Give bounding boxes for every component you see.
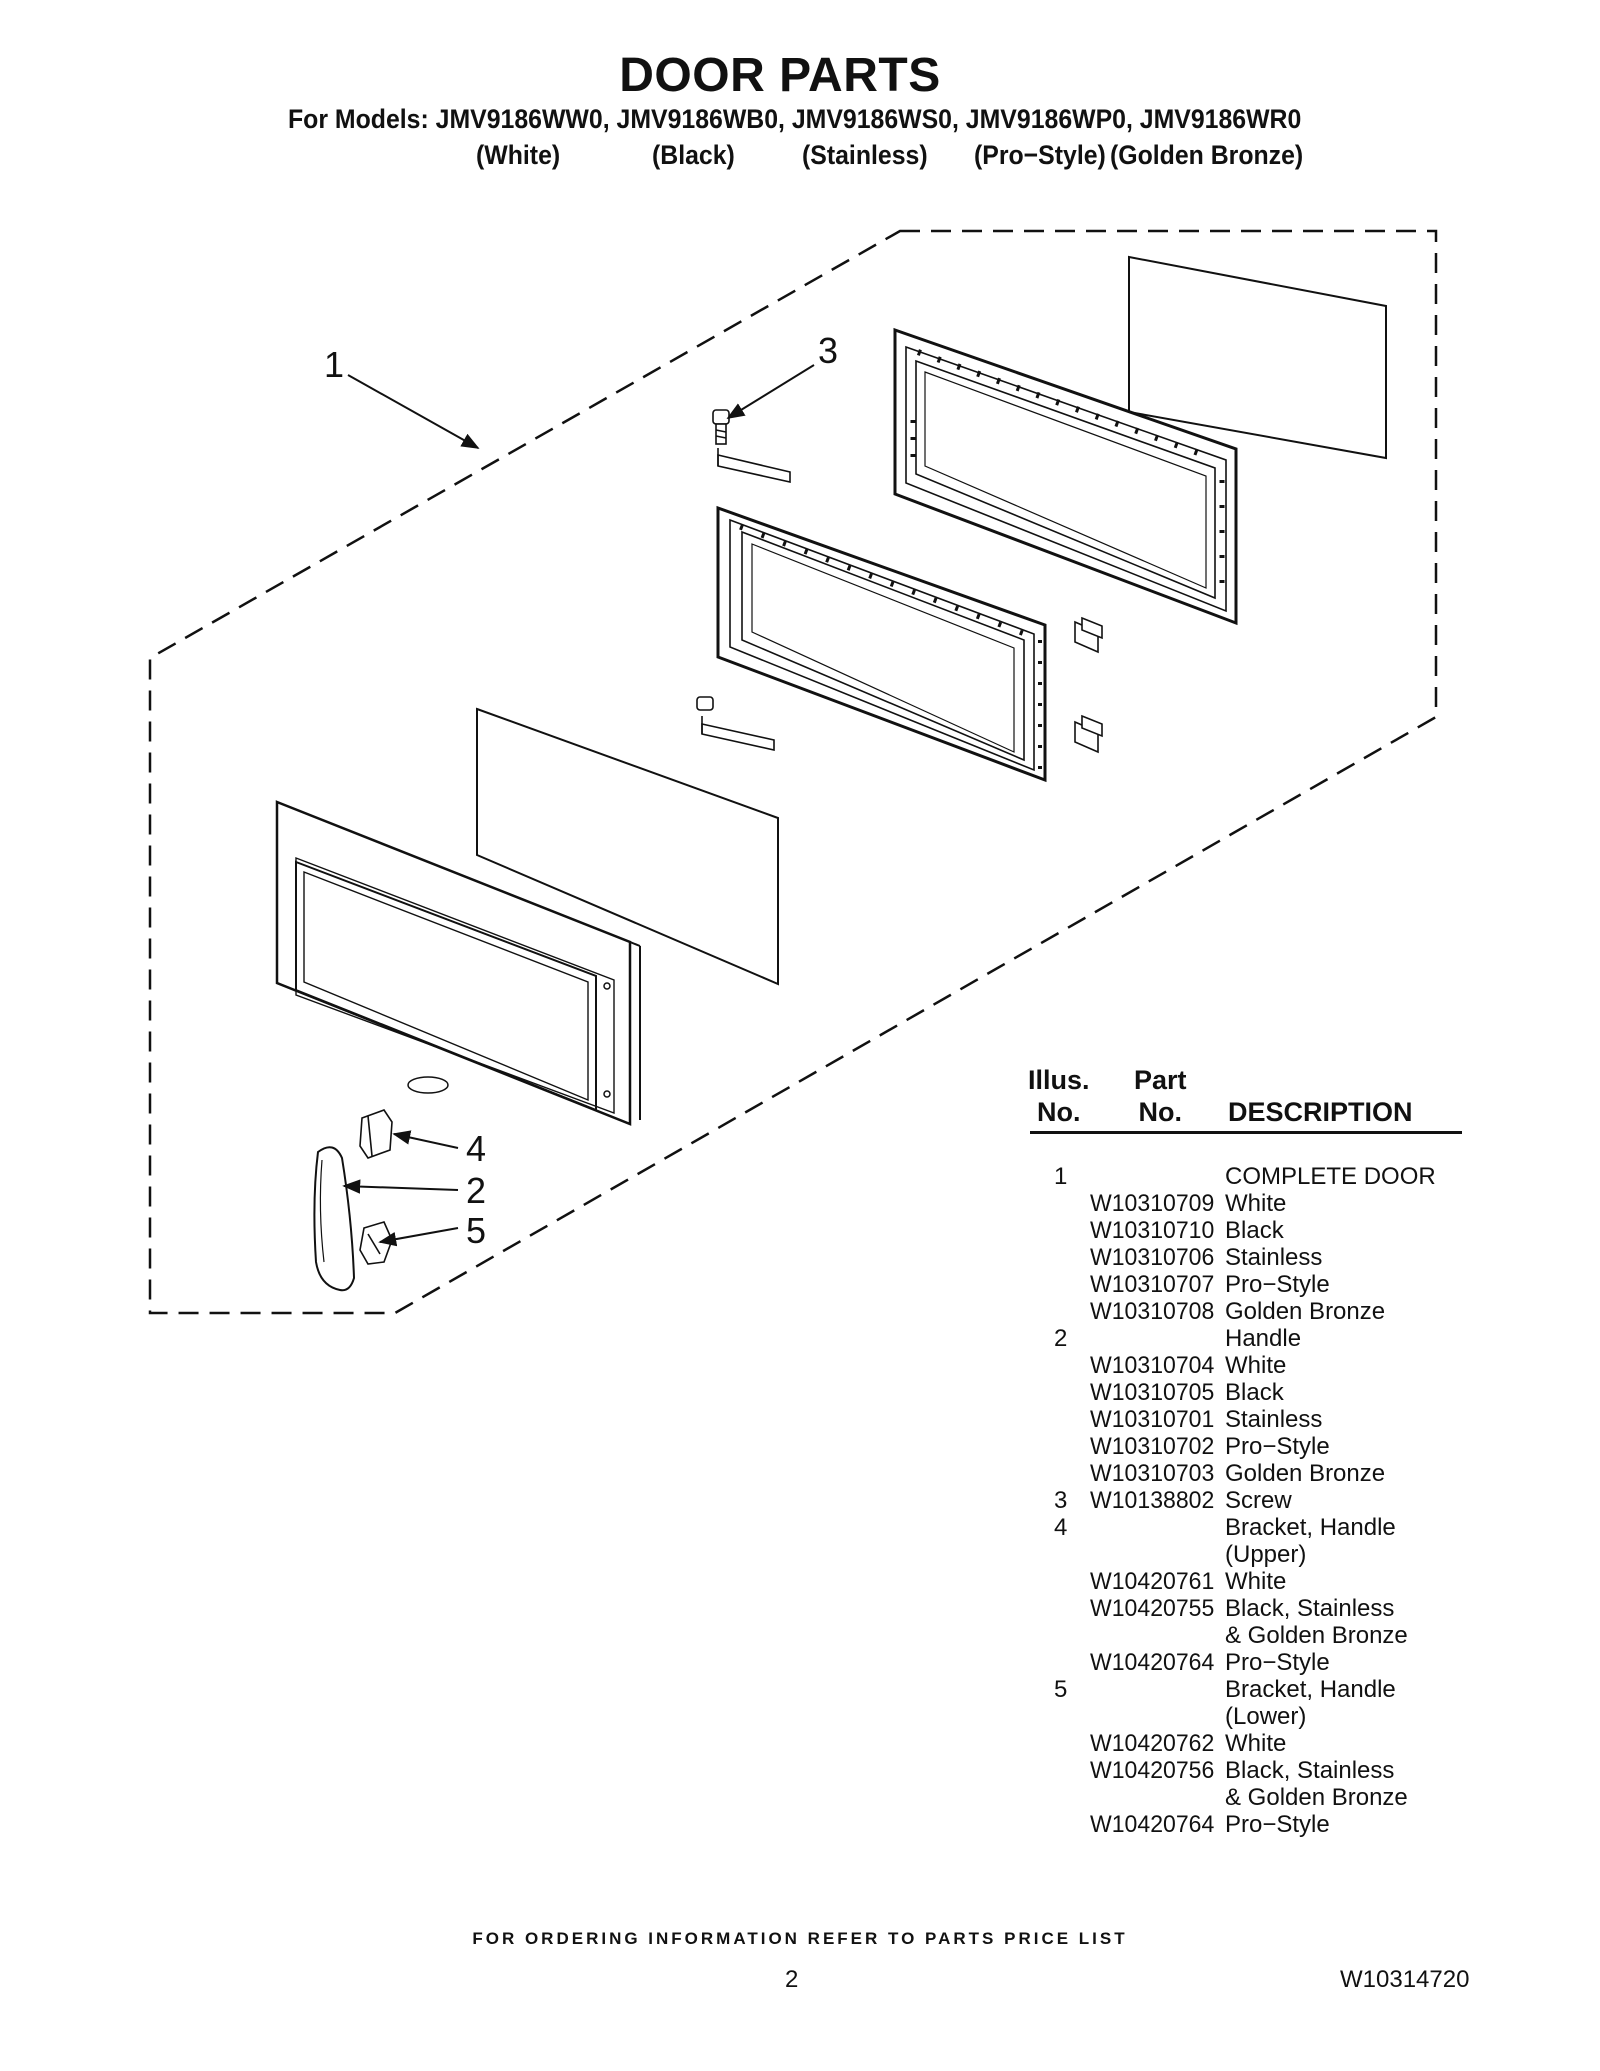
finish-black: (Black) [652, 140, 735, 170]
leader-4 [392, 1130, 459, 1149]
page-title: DOOR PARTS [619, 49, 941, 102]
inner-glass-panel-drawing [476, 707, 779, 986]
assembly-boundary [148, 229, 1438, 1315]
header-rule [1030, 1131, 1462, 1134]
latch-upper-drawing [1074, 616, 1103, 654]
lower-hinge-drawing [696, 696, 775, 751]
screw-drawing [712, 409, 791, 483]
models-line: For Models: JMV9186WW0, JMV9186WB0, JMV9… [288, 104, 1302, 134]
finish-pro-style: (Pro−Style) [974, 140, 1106, 170]
ordering-info-note: FOR ORDERING INFORMATION REFER TO PARTS … [472, 1929, 1128, 1948]
page-number: 2 [785, 1966, 799, 1993]
finish-white: (White) [476, 140, 561, 170]
inner-door-frame-drawing [893, 327, 1238, 626]
outer-door-panel-drawing [275, 800, 641, 1126]
leader-2 [342, 1179, 459, 1194]
leader-3 [726, 364, 815, 419]
door-frame-drawing [716, 505, 1047, 783]
finish-stainless: (Stainless) [802, 140, 928, 170]
callout-4: 4 [466, 1128, 487, 1169]
header-description: DESCRIPTION [1228, 1097, 1413, 1127]
latch-lower-drawing [1074, 714, 1103, 754]
header-illus-no: Illus. No. [1028, 1065, 1090, 1127]
rear-glass-panel-drawing [1128, 255, 1387, 460]
leader-5 [378, 1227, 459, 1247]
callout-3: 3 [818, 330, 839, 371]
leader-1 [347, 374, 480, 449]
handle-bracket-lower-drawing [359, 1221, 393, 1265]
handle-bracket-upper-drawing [359, 1109, 393, 1159]
callout-2: 2 [466, 1170, 487, 1211]
document-number: W10314720 [1340, 1966, 1470, 1993]
finish-golden-bronze: (Golden Bronze) [1110, 140, 1304, 170]
handle-drawing [313, 1146, 356, 1292]
callout-5: 5 [466, 1210, 487, 1251]
callout-1: 1 [324, 344, 345, 385]
header-part-no: Part No. [1134, 1065, 1187, 1127]
